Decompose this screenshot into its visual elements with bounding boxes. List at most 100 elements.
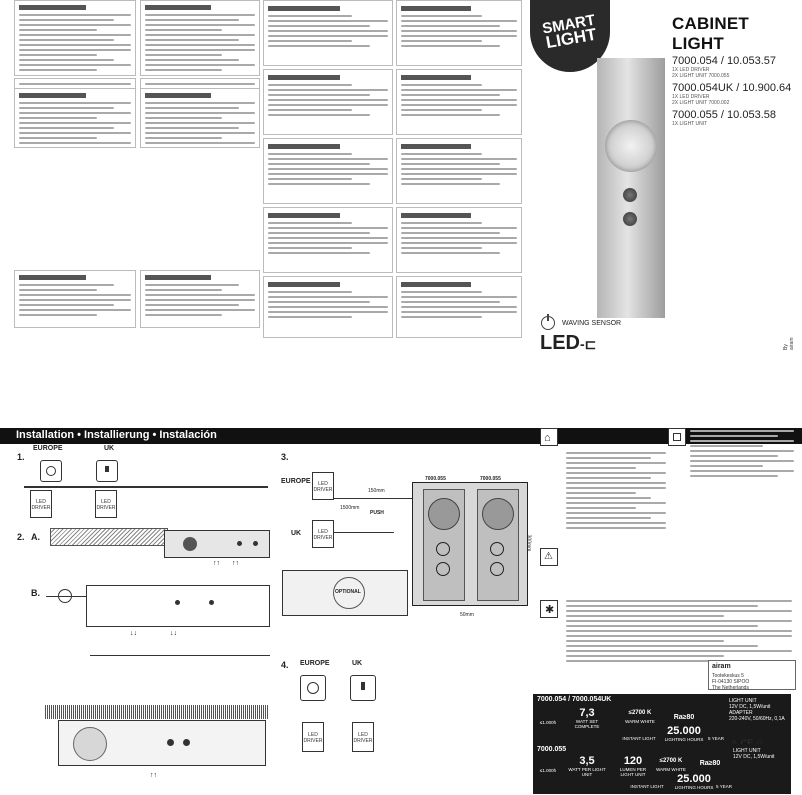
text-panel [140,0,260,76]
cabinet-front-view [412,482,528,606]
installation-header: Installation • Installierung • Instalaci… [16,429,217,441]
europe-label: EUROPE [281,478,311,485]
text-panel [396,0,522,66]
text-panel [14,270,136,328]
variant-3: 7000.055 / 10.053.58 1X LIGHT UNIT [672,110,792,128]
cabinet-shelf-line [24,486,268,488]
text-panel [263,138,393,204]
eu-socket-icon [40,460,62,482]
product-title: CABINET LIGHT [672,14,749,53]
light-unit-box [86,585,270,627]
text-panel [140,88,260,148]
uk-socket-icon [96,460,118,482]
spec-ra: Ra≥80 [673,714,695,721]
certification-icons: ⚠ CE ♲ [730,738,764,748]
variant-sub: 1X LIGHT UNIT [672,121,708,127]
text-panel [14,88,136,148]
variant-2: 7000.054UK / 10.900.64 1X LED DRIVER 2X … [672,82,792,107]
unit-label: 7000.055 [480,476,501,482]
optional-unit-box: OPTIONAL [282,570,408,616]
dimension-label: 300mm [525,534,532,552]
text-panel [396,138,522,204]
step-2a-label: A. [31,532,40,542]
company-name: airam [712,663,731,670]
text-panel [396,69,522,135]
text-panel [14,0,136,76]
arrow-up-icon: ↑↑ [150,772,157,779]
cabinet-light-product-image [597,58,665,318]
text-panel [263,69,393,135]
text-panel [140,270,260,328]
sensor-icon [623,212,637,226]
warning-icon: ⚠ [540,548,558,566]
spec-instant: INSTANT LIGHT [622,736,656,741]
led-driver-box: LED DRIVER [312,520,334,548]
text-panel [263,0,393,66]
variant-code: 7000.054UK / 10.900.64 [672,82,792,94]
power-icon [541,314,555,330]
arrow-down-icon: ↓↓ [170,630,177,637]
cable-line [334,498,414,499]
uk-label: UK [104,445,115,452]
sensor-icon [623,188,637,202]
double-insulation-icon [668,428,686,446]
led-driver-box: LED DRIVER [30,490,52,518]
spec-year: 5 YEAR [708,736,724,741]
variant-sub: 1X LED DRIVER [672,94,710,100]
installation-header-bar: Installation • Installierung • Instalaci… [0,428,802,444]
led-driver-box: LED DRIVER [95,490,117,518]
uk-label: UK [352,660,363,667]
cable-line [334,532,394,533]
spec-title: 7000.055 [537,746,567,753]
spec-instant: INSTANT LIGHT [630,784,664,789]
company-address: Tootekeskus 5 [712,673,744,679]
waving-sensor-label: WAVING SENSOR [562,320,622,327]
unit-label: 7000.055 [425,476,446,482]
light-unit-side [164,530,270,558]
arrow-up-icon: ↑↑ [232,560,239,567]
step-3-label: 3. [281,452,289,462]
europe-label: EUROPE [33,445,63,452]
spec-title: 7000.054 / 7000.054UK [537,696,612,703]
step-4-label: 4. [281,660,289,670]
variant-1: 7000.054 / 10.053.57 1X LED DRIVER 2X LI… [672,56,792,80]
variant-sub: 2X LIGHT UNIT 7000.002 [672,100,730,106]
arrow-up-icon: ↑↑ [213,560,220,567]
smart-light-logo: SMART LIGHT [530,0,610,72]
arrow-down-icon: ↓↓ [130,630,137,637]
text-panel [263,207,393,273]
spec-ra: Ra≥80 [699,760,721,767]
cable-line [90,655,270,656]
step-1-label: 1. [17,452,25,462]
optional-label: OPTIONAL [335,589,361,595]
company-address: FI-04130 SIPOO [712,679,750,685]
push-label: PUSH [370,510,384,516]
bulb-icon: ✱ [540,600,558,618]
spec-year: 5 YEAR [716,784,732,789]
uk-label: UK [291,530,302,537]
company-address: The Netherlands [712,685,749,691]
led-logo: LED-⊏ [540,332,597,354]
text-panel [396,207,522,273]
company-block: airam Tootekeskus 5 FI-04130 SIPOO The N… [708,660,796,691]
step-2b-label: B. [31,588,40,598]
cable-length-label: 150mm [368,488,385,494]
led-driver-box: LED DRIVER [302,722,324,752]
cable-length-label: 1500mm [340,505,360,511]
step-2-label: 2. [17,532,25,542]
variant-sub: 2X LIGHT UNIT 7000.055 [672,73,730,79]
led-driver-box: LED DRIVER [352,722,374,752]
uk-socket-icon [350,675,376,701]
variant-sub: 1X LED DRIVER [672,67,710,73]
